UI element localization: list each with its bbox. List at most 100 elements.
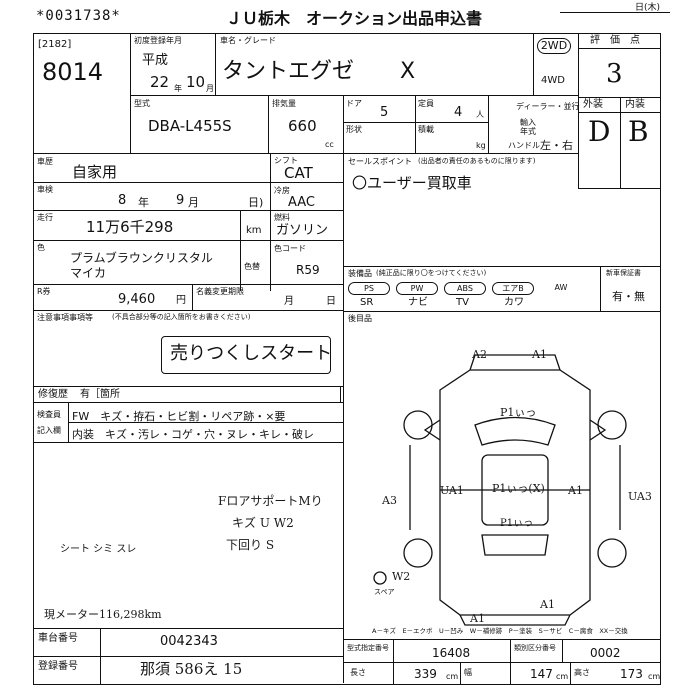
inspection-label: 車検: [37, 185, 53, 194]
drive-4wd: 4WD: [541, 75, 565, 86]
sales-point-label: セールスポイント: [348, 157, 412, 166]
registration-year: 22: [150, 73, 170, 91]
repair-value: 有［箇所: [80, 389, 120, 400]
width-label: 幅: [464, 668, 472, 677]
deadline-month: 月: [284, 296, 294, 307]
inspection-year-unit: 年: [138, 196, 149, 209]
mileage-unit: km: [246, 225, 262, 236]
width-unit: cm: [556, 672, 569, 681]
body-section-label: 後目品: [348, 314, 372, 323]
evaluation-score: 3: [606, 59, 623, 89]
color-code: R59: [296, 263, 320, 277]
width-value: 147: [530, 667, 553, 681]
doors: 5: [380, 105, 389, 120]
plate-label: 登録番号: [38, 661, 78, 672]
usage-label: 車歴: [37, 157, 53, 166]
mark-ua3-right: UA3: [628, 490, 652, 503]
mark-p-rear: P1ぃっ: [500, 518, 534, 529]
color-line2: マイカ: [70, 266, 107, 280]
car-name: タントエグゼ: [222, 59, 355, 84]
year-unit: 年: [174, 84, 182, 93]
date-suffix: 日(木): [635, 3, 661, 13]
recycle-value: 9,460: [118, 292, 156, 307]
mark-a2-front: A2: [472, 348, 487, 361]
equipment-1: PW: [396, 282, 438, 295]
registration-month: 10: [186, 73, 206, 91]
equipment-bottom-1: ナビ: [408, 297, 428, 308]
capacity: 4: [454, 105, 463, 120]
load-label: 積載: [418, 125, 434, 134]
inspector-label: 検査員: [37, 410, 61, 419]
handle-value: 左・右: [540, 139, 573, 152]
mark-a1-front: A1: [532, 348, 547, 361]
height-label: 高さ: [574, 668, 590, 677]
equipment-hint: (純正品に限り〇をつけてください): [376, 269, 487, 277]
equipment-label: 装備品: [348, 269, 372, 278]
inspection-month: 9: [176, 193, 185, 208]
mark-ua1-left: UA1: [440, 484, 464, 497]
length-unit: cm: [446, 672, 459, 681]
model-number: 16408: [432, 646, 471, 660]
interior-grade: B: [628, 115, 649, 148]
recycle-unit: 円: [176, 295, 186, 306]
equipment-3: エアB: [492, 282, 534, 295]
mark-a1-rear-left: A1: [470, 612, 485, 625]
repair-label: 修復歴: [38, 389, 68, 400]
notes-label: 注意事項事項等: [37, 313, 93, 322]
entry-label: 記入欄: [37, 426, 61, 435]
mark-a1-rear-right: A1: [540, 598, 555, 611]
interior-label: 内装: [625, 99, 645, 110]
fuel-value: ガソリン: [276, 223, 329, 238]
equipment-0: PS: [348, 282, 390, 295]
aircon-value: AAC: [288, 195, 315, 210]
note-underbody: 下回り S: [226, 538, 275, 552]
person-unit: 人: [476, 110, 484, 119]
mileage-label: 走行: [37, 213, 53, 222]
manual-value: 有・無: [612, 290, 645, 303]
sheet-title: ＪＵ栃木 オークション出品申込書: [226, 9, 483, 28]
registration-era: 平成: [142, 53, 169, 68]
sales-stamp-text: 売りつくしスタート: [170, 343, 333, 364]
car-grade: X: [400, 59, 416, 84]
displacement-label: 排気量: [272, 99, 296, 108]
month-unit: 月: [206, 84, 214, 93]
chassis-number: 0042343: [160, 634, 218, 649]
note-scratch-dent: キズ U W2: [232, 516, 294, 530]
spare-label: スペア: [374, 588, 395, 596]
usage-value: 自家用: [72, 163, 118, 181]
lot-number: 8014: [42, 58, 104, 86]
deadline-label: 名義変更期限: [196, 287, 244, 296]
exterior-label: 外装: [583, 99, 603, 110]
shift-value: CAT: [284, 164, 313, 182]
drive-2wd-circled: 2WD: [537, 38, 571, 54]
inspection-year: 8: [118, 193, 127, 208]
equipment-bottom-3: カワ: [504, 297, 524, 308]
notes-hint: (不具合部分等の記入箇所をお書きください): [112, 313, 251, 321]
class-number-label: 類別区分番号: [514, 644, 556, 652]
color-label: 色: [37, 243, 45, 252]
shift-label: シフト: [274, 156, 298, 165]
equipment-2: ABS: [444, 282, 486, 295]
exterior-grade: D: [588, 115, 611, 148]
recycle-label: R券: [37, 287, 51, 296]
note-seat: シート シミ スレ: [60, 544, 137, 555]
door-label: ドア: [346, 99, 362, 108]
manual-label: 新車保証書: [606, 269, 641, 277]
registration-label: 初度登録年月: [134, 36, 182, 45]
model-number-label: 型式指定番号: [347, 644, 389, 652]
color-code-label: 色コード: [274, 244, 306, 253]
note-meter: 現メーター116,298km: [44, 608, 162, 621]
color-line1: プラムブラウンクリスタル: [70, 251, 213, 265]
equipment-4: AW: [554, 283, 568, 292]
mark-a3-left: A3: [382, 494, 397, 507]
car-name-label: 車名・グレード: [220, 36, 276, 45]
import-label: 輸入 年式: [520, 118, 536, 136]
mark-p-hood: P1ぃっ: [500, 406, 537, 419]
equipment-bottom-0: SR: [360, 297, 374, 308]
evaluation-label: 評 価 点: [590, 35, 640, 46]
sales-stamp: [161, 336, 331, 374]
handle-label: ハンドル: [508, 141, 540, 150]
note-floor-support: FロアサポートMり: [218, 494, 323, 508]
displacement: 660: [288, 117, 317, 135]
